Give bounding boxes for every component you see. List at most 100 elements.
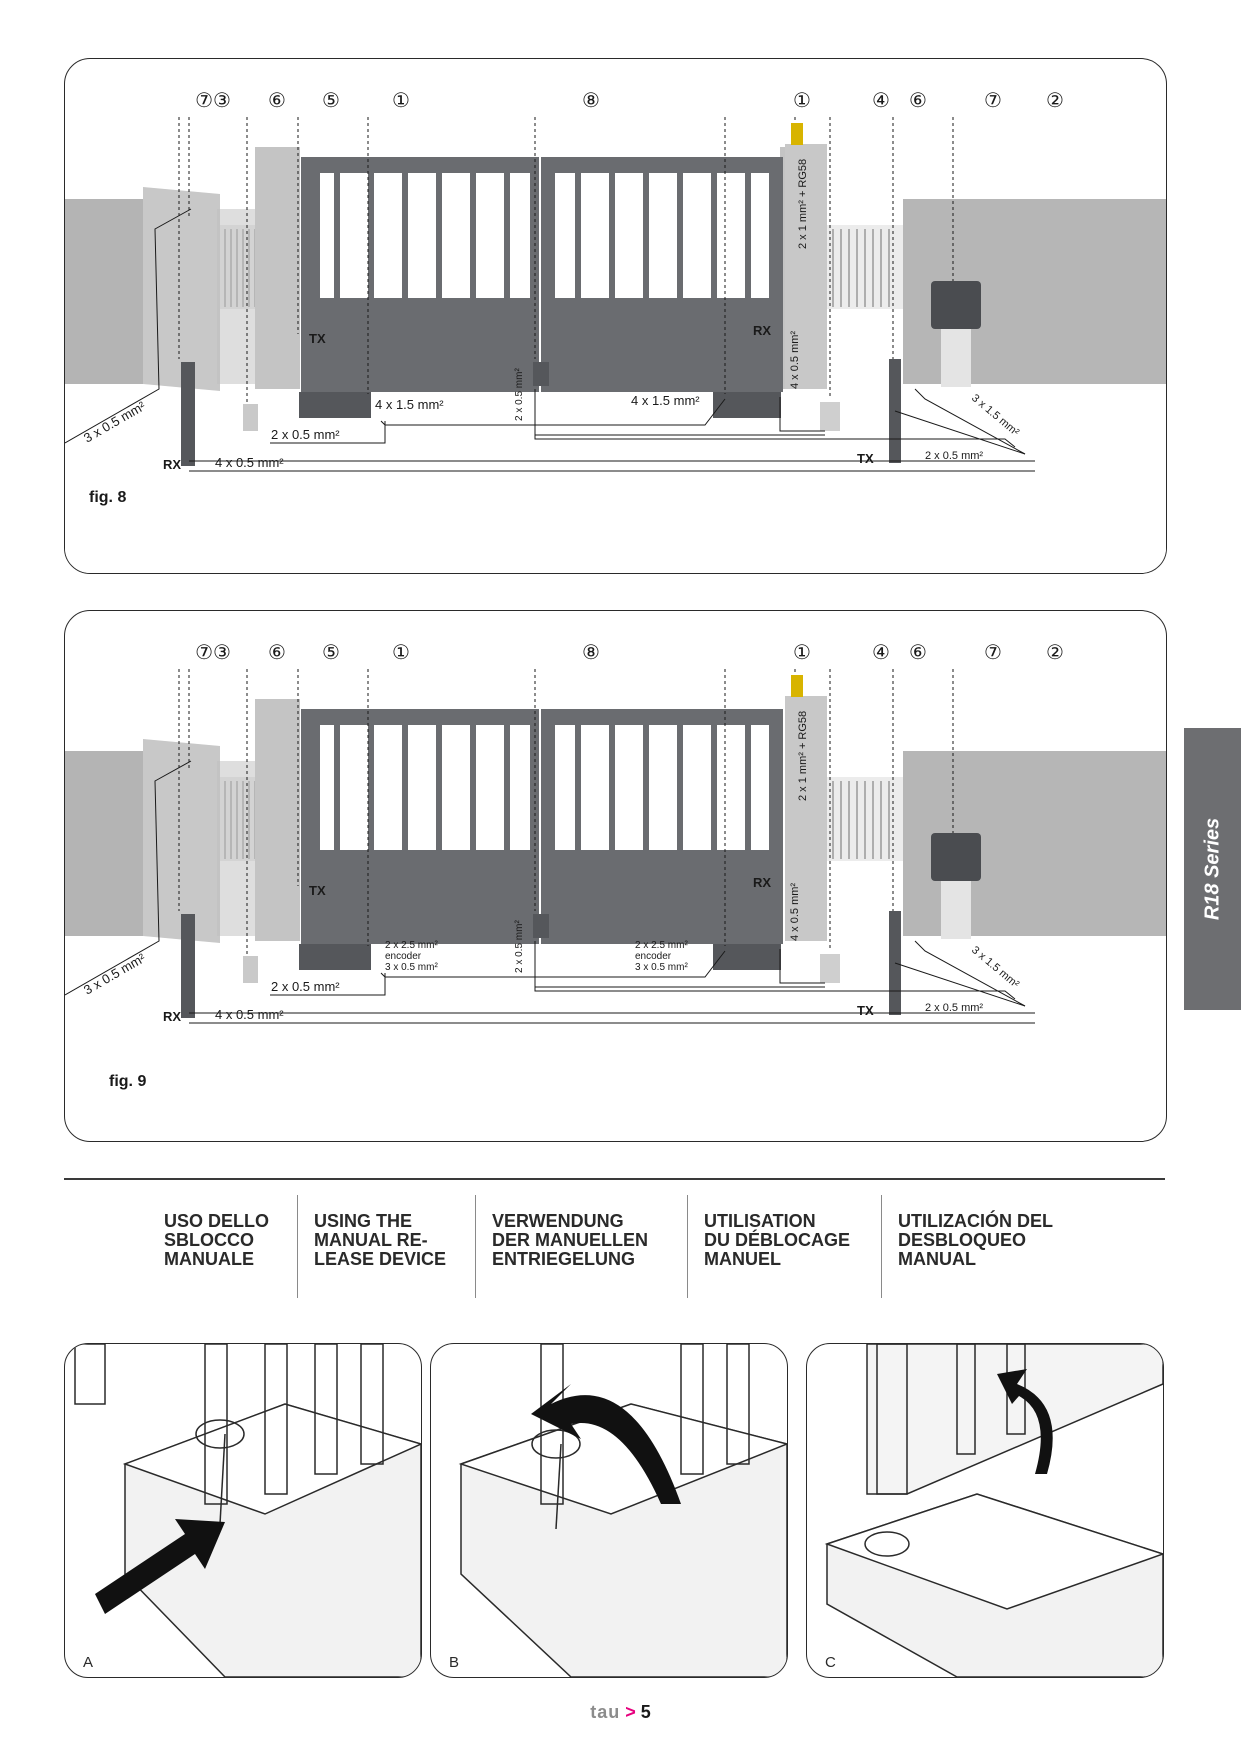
figure-8-diagram: ⑦③ ⑥ ⑤ ① ⑧ ① ④ ⑥ ⑦ ② bbox=[65, 90, 1166, 573]
cable-label: 4 x 0.5 mm² bbox=[215, 1007, 284, 1022]
control-unit bbox=[931, 833, 981, 881]
motor-left bbox=[299, 944, 371, 970]
heading-separator bbox=[475, 1195, 476, 1298]
left-wall bbox=[65, 751, 160, 936]
heading-it: USO DELLO SBLOCCO MANUALE bbox=[164, 1211, 270, 1269]
left-wall bbox=[65, 199, 160, 384]
cable-label: 2 x 0.5 mm² bbox=[271, 979, 340, 994]
callout-7: ⑦ bbox=[984, 90, 1002, 112]
flashing-lamp bbox=[791, 123, 803, 145]
section-divider bbox=[64, 1178, 1165, 1180]
left-pillar bbox=[143, 739, 220, 943]
cable-label: encoder bbox=[385, 951, 422, 962]
cable-label: 2 x 0.5 mm² bbox=[514, 920, 525, 973]
cable-label: 2 x 1 mm² + RG58 bbox=[797, 159, 809, 249]
cable-label: 3 x 0.5 mm² bbox=[81, 950, 149, 998]
callout-6: ⑥ bbox=[268, 90, 286, 112]
callout-7-3: ⑦③ bbox=[195, 642, 231, 664]
motor-right bbox=[713, 944, 781, 970]
cable-label: 4 x 1.5 mm² bbox=[375, 397, 444, 412]
callout-1: ① bbox=[793, 642, 811, 664]
callout-6: ⑥ bbox=[909, 90, 927, 112]
heading-de: VERWENDUNG DER MANUELLEN ENTRIEGELUNG bbox=[492, 1211, 648, 1269]
electric-lock bbox=[533, 914, 549, 938]
cable-label: encoder bbox=[635, 951, 672, 962]
cable-label: 2 x 0.5 mm² bbox=[925, 450, 983, 462]
heading-separator bbox=[881, 1195, 882, 1298]
page-footer: tau > 5 bbox=[0, 1702, 1241, 1723]
heading-separator bbox=[687, 1195, 688, 1298]
heading-separator bbox=[297, 1195, 298, 1298]
cable-label: 2 x 0.5 mm² bbox=[925, 1002, 983, 1014]
callout-8: ⑧ bbox=[582, 90, 600, 112]
callout-7-3: ⑦③ bbox=[195, 90, 231, 112]
callout-1: ① bbox=[793, 90, 811, 112]
figure-label: fig. 8 bbox=[89, 489, 127, 506]
gate-pillar-right bbox=[785, 696, 827, 941]
rx-label: RX bbox=[753, 875, 771, 890]
callout-6: ⑥ bbox=[268, 642, 286, 664]
figure-label: fig. 9 bbox=[109, 1073, 147, 1090]
cable-label: 3 x 0.5 mm² bbox=[385, 962, 438, 973]
callout-7: ⑦ bbox=[984, 642, 1002, 664]
cable-label: 2 x 1 mm² + RG58 bbox=[797, 711, 809, 801]
step-panel-a: A bbox=[64, 1343, 422, 1678]
figure-9-panel: ⑦③ ⑥ ⑤ ① ⑧ ① ④ ⑥ ⑦ ② bbox=[64, 610, 1167, 1142]
flashing-lamp bbox=[791, 675, 803, 697]
figure-9-diagram: ⑦③ ⑥ ⑤ ① ⑧ ① ④ ⑥ ⑦ ② bbox=[65, 642, 1166, 1024]
photocell-post-left bbox=[181, 362, 195, 466]
motor-left bbox=[299, 392, 371, 418]
electric-lock bbox=[533, 362, 549, 386]
callout-2: ② bbox=[1046, 642, 1064, 664]
callout-5: ⑤ bbox=[322, 642, 340, 664]
cable-label: 4 x 0.5 mm² bbox=[789, 331, 801, 389]
motor-right bbox=[713, 392, 781, 418]
tx-label: TX bbox=[857, 1003, 874, 1018]
tx-label: TX bbox=[309, 883, 326, 898]
heading-es: UTILIZACIÓN DEL DESBLOQUEO MANUAL bbox=[898, 1211, 1053, 1269]
cable-label: 4 x 0.5 mm² bbox=[789, 883, 801, 941]
callout-1: ① bbox=[392, 642, 410, 664]
cable-label: 2 x 0.5 mm² bbox=[271, 427, 340, 442]
release-illustration-b: B bbox=[449, 1344, 787, 1677]
photocell-post-left bbox=[181, 914, 195, 1018]
callout-8: ⑧ bbox=[582, 642, 600, 664]
brand-logo: tau bbox=[590, 1702, 621, 1722]
release-illustration-c: C bbox=[824, 1344, 1163, 1677]
cable-label: 3 x 0.5 mm² bbox=[635, 962, 688, 973]
tx-label: TX bbox=[857, 451, 874, 466]
heading-fr: UTILISATION DU DÉBLOCAGE MANUEL bbox=[704, 1211, 851, 1269]
series-side-tab: R18 Series bbox=[1184, 728, 1241, 1010]
step-panel-c: C bbox=[806, 1343, 1164, 1678]
cable-label: 4 x 1.5 mm² bbox=[631, 393, 700, 408]
gate-pillar-left bbox=[255, 699, 300, 941]
cable-label: 3 x 1.5 mm² bbox=[969, 944, 1021, 991]
left-pillar bbox=[143, 187, 220, 391]
release-illustration-a: A bbox=[74, 1344, 421, 1677]
cable-label: 2 x 2.5 mm² bbox=[635, 940, 688, 951]
heading-en: USING THE MANUAL RE- LEASE DEVICE bbox=[314, 1211, 447, 1269]
cable-label: 2 x 2.5 mm² bbox=[385, 940, 438, 951]
figure-8-panel: ⑦③ ⑥ ⑤ ① ⑧ ① ④ ⑥ ⑦ ② bbox=[64, 58, 1167, 574]
series-label: R18 Series bbox=[1201, 817, 1223, 921]
callout-4: ④ bbox=[872, 642, 890, 664]
rx-label: RX bbox=[163, 1009, 181, 1024]
cable-label: 4 x 0.5 mm² bbox=[215, 455, 284, 470]
step-letter: B bbox=[449, 1654, 459, 1671]
callout-2: ② bbox=[1046, 90, 1064, 112]
rx-label: RX bbox=[753, 323, 771, 338]
page-number: 5 bbox=[640, 1702, 651, 1722]
control-unit bbox=[931, 281, 981, 329]
step-panel-b: B bbox=[430, 1343, 788, 1678]
tx-label: TX bbox=[309, 331, 326, 346]
gate-pillar-left bbox=[255, 147, 300, 389]
rx-label: RX bbox=[163, 457, 181, 472]
callout-5: ⑤ bbox=[322, 90, 340, 112]
step-letter: A bbox=[83, 1654, 93, 1671]
callout-4: ④ bbox=[872, 90, 890, 112]
step-letter: C bbox=[825, 1654, 836, 1671]
gate-pillar-right bbox=[785, 144, 827, 389]
cable-label: 2 x 0.5 mm² bbox=[514, 368, 525, 421]
footer-arrow: > bbox=[625, 1702, 636, 1722]
callout-1: ① bbox=[392, 90, 410, 112]
